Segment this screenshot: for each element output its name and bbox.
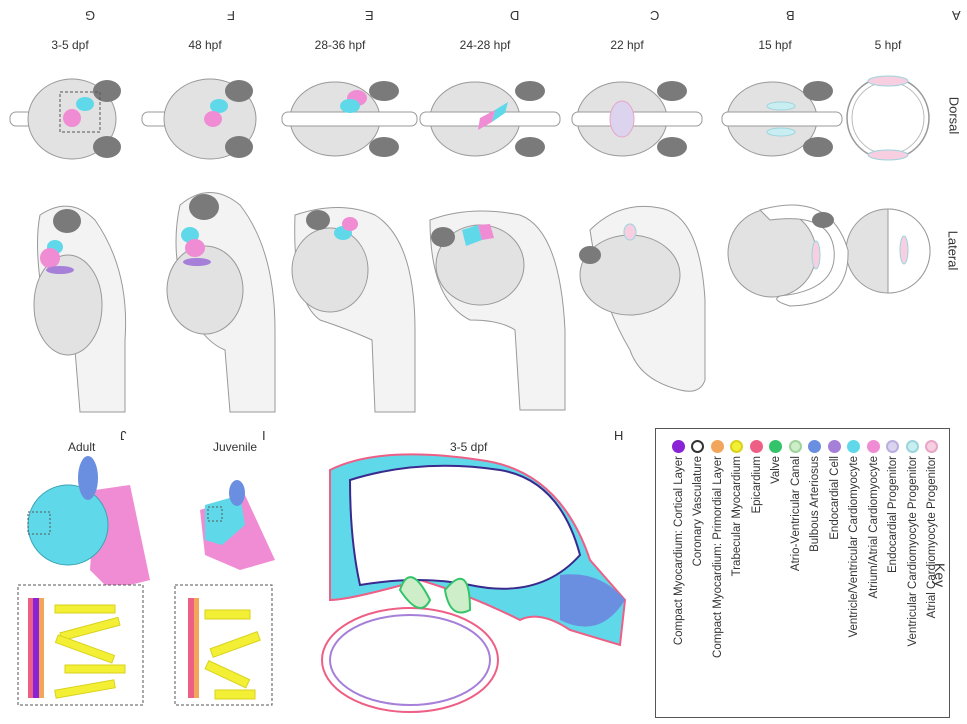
key-item: Coronary Vasculature: [691, 440, 707, 716]
stage-b-letter: B: [786, 8, 795, 23]
stage-d-letter: D: [510, 8, 519, 23]
key-item: Epicardium: [750, 440, 766, 716]
key-item: Bulbous Arteriosus: [808, 440, 824, 716]
key-item: Ventricular Cardiomyocyte Progenitor: [906, 440, 922, 716]
key-swatch-icon: [789, 440, 802, 453]
key-item: Compact Myocardium: Primordial Layer: [711, 440, 727, 716]
key-item-label: Coronary Vasculature: [692, 456, 704, 566]
key-item-label: Ventricular Cardiomyocyte Progenitor: [907, 456, 919, 646]
key-item-label: Endocardial Progenitor: [887, 456, 899, 573]
key-swatch-icon: [886, 440, 899, 453]
stage-f-time: 48 hpf: [188, 38, 221, 52]
stage-a-dorsal: [847, 76, 929, 160]
key-item: Valve: [769, 440, 785, 716]
key-swatch-icon: [730, 440, 743, 453]
stage-c-dorsal: [572, 81, 702, 157]
stage-c-letter: C: [650, 8, 659, 23]
key-item: Ventricle/Ventricular Cardiomyocyte: [847, 440, 863, 716]
panel-h-heart: [322, 454, 625, 712]
key-item-label: Atrium/Atrial Cardiomyocyte: [868, 456, 880, 599]
panel-j-title: Adult: [68, 440, 95, 454]
key-item: Atrium/Atrial Cardiomyocyte: [867, 440, 883, 716]
panel-i-letter: I: [262, 428, 266, 443]
stage-f-lateral: [167, 193, 275, 413]
key-item-label: Bulbous Arteriosus: [809, 456, 821, 552]
key-item-label: Endocardial Cell: [829, 456, 841, 540]
key-item-label: Atrio-Ventricular Canal: [790, 456, 802, 571]
stage-d-dorsal: [420, 81, 560, 157]
stage-g-lateral: [34, 206, 126, 412]
stage-a-letter: A: [952, 8, 961, 23]
stage-e-lateral: [292, 208, 415, 413]
key-item-label: Compact Myocardium: Cortical Layer: [673, 456, 685, 645]
key-swatch-icon: [867, 440, 880, 453]
panel-h-letter: H: [614, 428, 623, 443]
key-swatch-icon: [711, 440, 724, 453]
stage-a-lateral: [846, 209, 930, 293]
stage-g-dorsal: [10, 79, 121, 159]
key-item-label: Compact Myocardium: Primordial Layer: [712, 456, 724, 658]
stage-e-dorsal: [282, 81, 417, 157]
key-swatch-icon: [925, 440, 938, 453]
key-item-label: Valve: [770, 456, 782, 484]
stage-g-letter: G: [85, 8, 95, 23]
key-swatch-icon: [828, 440, 841, 453]
stage-c-lateral: [579, 206, 705, 391]
key-item-label: Atrial Cardiomyocyte Progenitor: [926, 456, 938, 618]
key-swatch-icon: [750, 440, 763, 453]
key-item-label: Epicardium: [751, 456, 763, 514]
stage-g-time: 3-5 dpf: [51, 38, 88, 52]
key-swatch-icon: [906, 440, 919, 453]
key-item: Trabecular Myocardium: [730, 440, 746, 716]
key-swatch-icon: [691, 440, 704, 453]
key-item: Endocardial Cell: [828, 440, 844, 716]
stage-d-time: 24-28 hpf: [460, 38, 511, 52]
stage-b-time: 15 hpf: [758, 38, 791, 52]
lateral-label: Lateral: [945, 231, 960, 271]
stage-e-time: 28-36 hpf: [315, 38, 366, 52]
key-item: Atrio-Ventricular Canal: [789, 440, 805, 716]
key-swatch-icon: [808, 440, 821, 453]
key-item: Atrial Cardiomyocyte Progenitor: [925, 440, 941, 716]
stage-f-letter: F: [227, 8, 235, 23]
stage-a-time: 5 hpf: [875, 38, 902, 52]
panel-i-juvenile-heart: [175, 480, 275, 705]
key-swatch-icon: [672, 440, 685, 453]
panel-h-title: 3-5 dpf: [450, 440, 487, 454]
stage-d-lateral: [430, 211, 565, 410]
key-item: Compact Myocardium: Cortical Layer: [672, 440, 688, 716]
stage-b-lateral: [728, 205, 848, 306]
key-swatch-icon: [769, 440, 782, 453]
panel-i-title: Juvenile: [213, 440, 257, 454]
stage-b-dorsal: [722, 81, 842, 157]
panel-j-adult-heart: [18, 456, 150, 705]
key-item: Endocardial Progenitor: [886, 440, 902, 716]
stage-f-dorsal: [142, 79, 256, 159]
stage-c-time: 22 hpf: [610, 38, 643, 52]
key-item-label: Trabecular Myocardium: [731, 456, 743, 576]
key-item-label: Ventricle/Ventricular Cardiomyocyte: [848, 456, 860, 638]
dorsal-label: Dorsal: [946, 97, 961, 135]
stage-e-letter: E: [365, 8, 374, 23]
key-swatch-icon: [847, 440, 860, 453]
panel-j-letter: J: [120, 428, 127, 443]
